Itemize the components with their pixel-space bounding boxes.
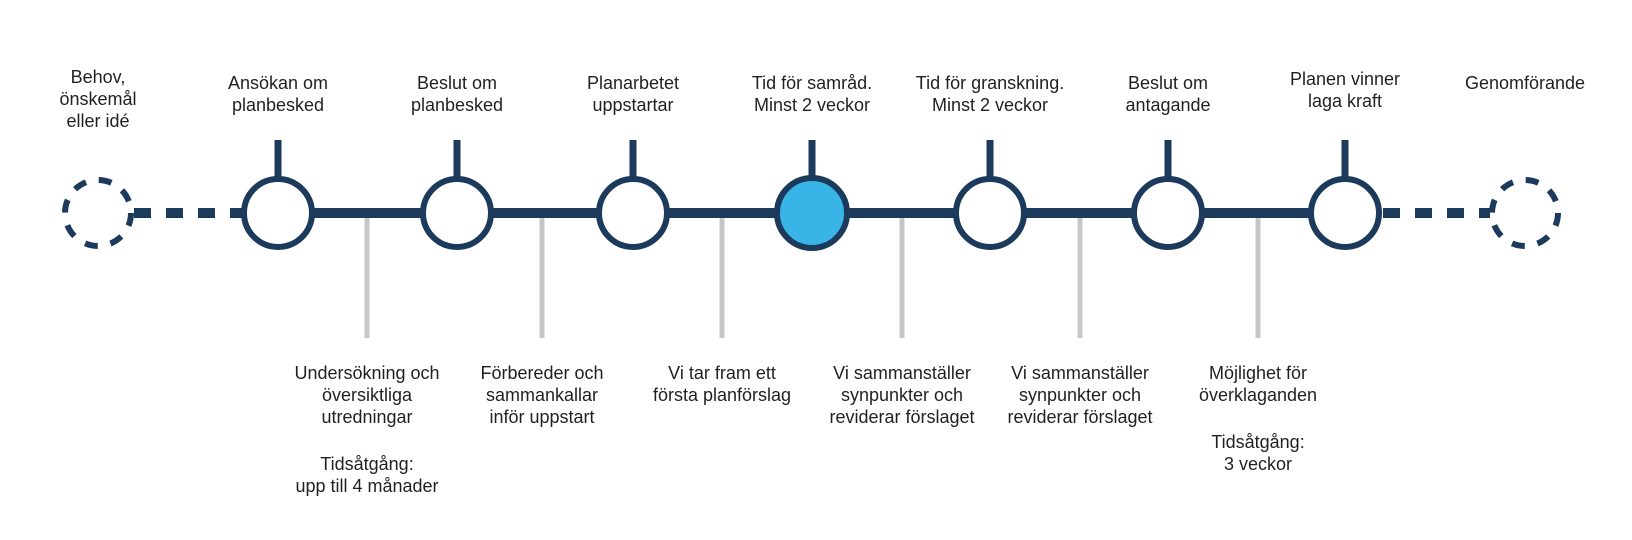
phase-text: Undersökning och översiktliga utredninga… xyxy=(294,363,440,427)
node-circle xyxy=(420,176,494,250)
phase-note-planforslag: Vi tar fram ett första planförslag xyxy=(602,362,842,406)
phase-note-forbereder: Förbereder och sammankallar inför uppsta… xyxy=(422,362,662,428)
phase-note-undersokning: Undersökning och översiktliga utredninga… xyxy=(247,362,487,497)
phase-text: Möjlighet för överklaganden xyxy=(1198,363,1318,405)
node-label-behov: Behov, önskemål eller idé xyxy=(59,67,137,131)
node-circle-highlighted xyxy=(774,175,850,251)
dashed-node-circle-start xyxy=(62,177,134,249)
node-label-genomforande: Genomförande xyxy=(1464,73,1586,93)
node-label-antagande: Beslut om antagande xyxy=(1125,73,1211,115)
phase-text: Vi tar fram ett första planförslag xyxy=(652,363,792,405)
node-label-planarbetet: Planarbetet uppstartar xyxy=(586,73,680,115)
node-circle xyxy=(596,176,670,250)
node-circle xyxy=(1308,176,1382,250)
phase-note-sammanstaller-2: Vi sammanställer synpunkter och revidera… xyxy=(960,362,1200,428)
phase-note-overklaganden: Möjlighet för överklaganden Tidsåtgång: … xyxy=(1138,362,1378,475)
dashed-node-circle-end xyxy=(1489,177,1561,249)
node-label-samrad: Tid för samråd. Minst 2 veckor xyxy=(751,73,873,115)
phase-text: Vi sammanställer synpunkter och revidera… xyxy=(1007,363,1153,427)
phase-duration: Tidsåtgång: upp till 4 månader xyxy=(295,454,439,496)
node-label-ansokan: Ansökan om planbesked xyxy=(227,73,329,115)
phase-note-sammanstaller-1: Vi sammanställer synpunkter och revidera… xyxy=(782,362,1022,428)
phase-text: Förbereder och sammankallar inför uppsta… xyxy=(480,363,604,427)
phase-text: Vi sammanställer synpunkter och revidera… xyxy=(829,363,975,427)
node-circle xyxy=(953,176,1027,250)
node-label-beslut-planbesked: Beslut om planbesked xyxy=(410,73,504,115)
phase-duration: Tidsåtgång: 3 veckor xyxy=(1211,432,1305,474)
node-label-laga-kraft: Planen vinner laga kraft xyxy=(1289,69,1401,111)
node-circle xyxy=(241,176,315,250)
node-circle xyxy=(1131,176,1205,250)
node-label-granskning: Tid för granskning. Minst 2 veckor xyxy=(915,73,1065,115)
